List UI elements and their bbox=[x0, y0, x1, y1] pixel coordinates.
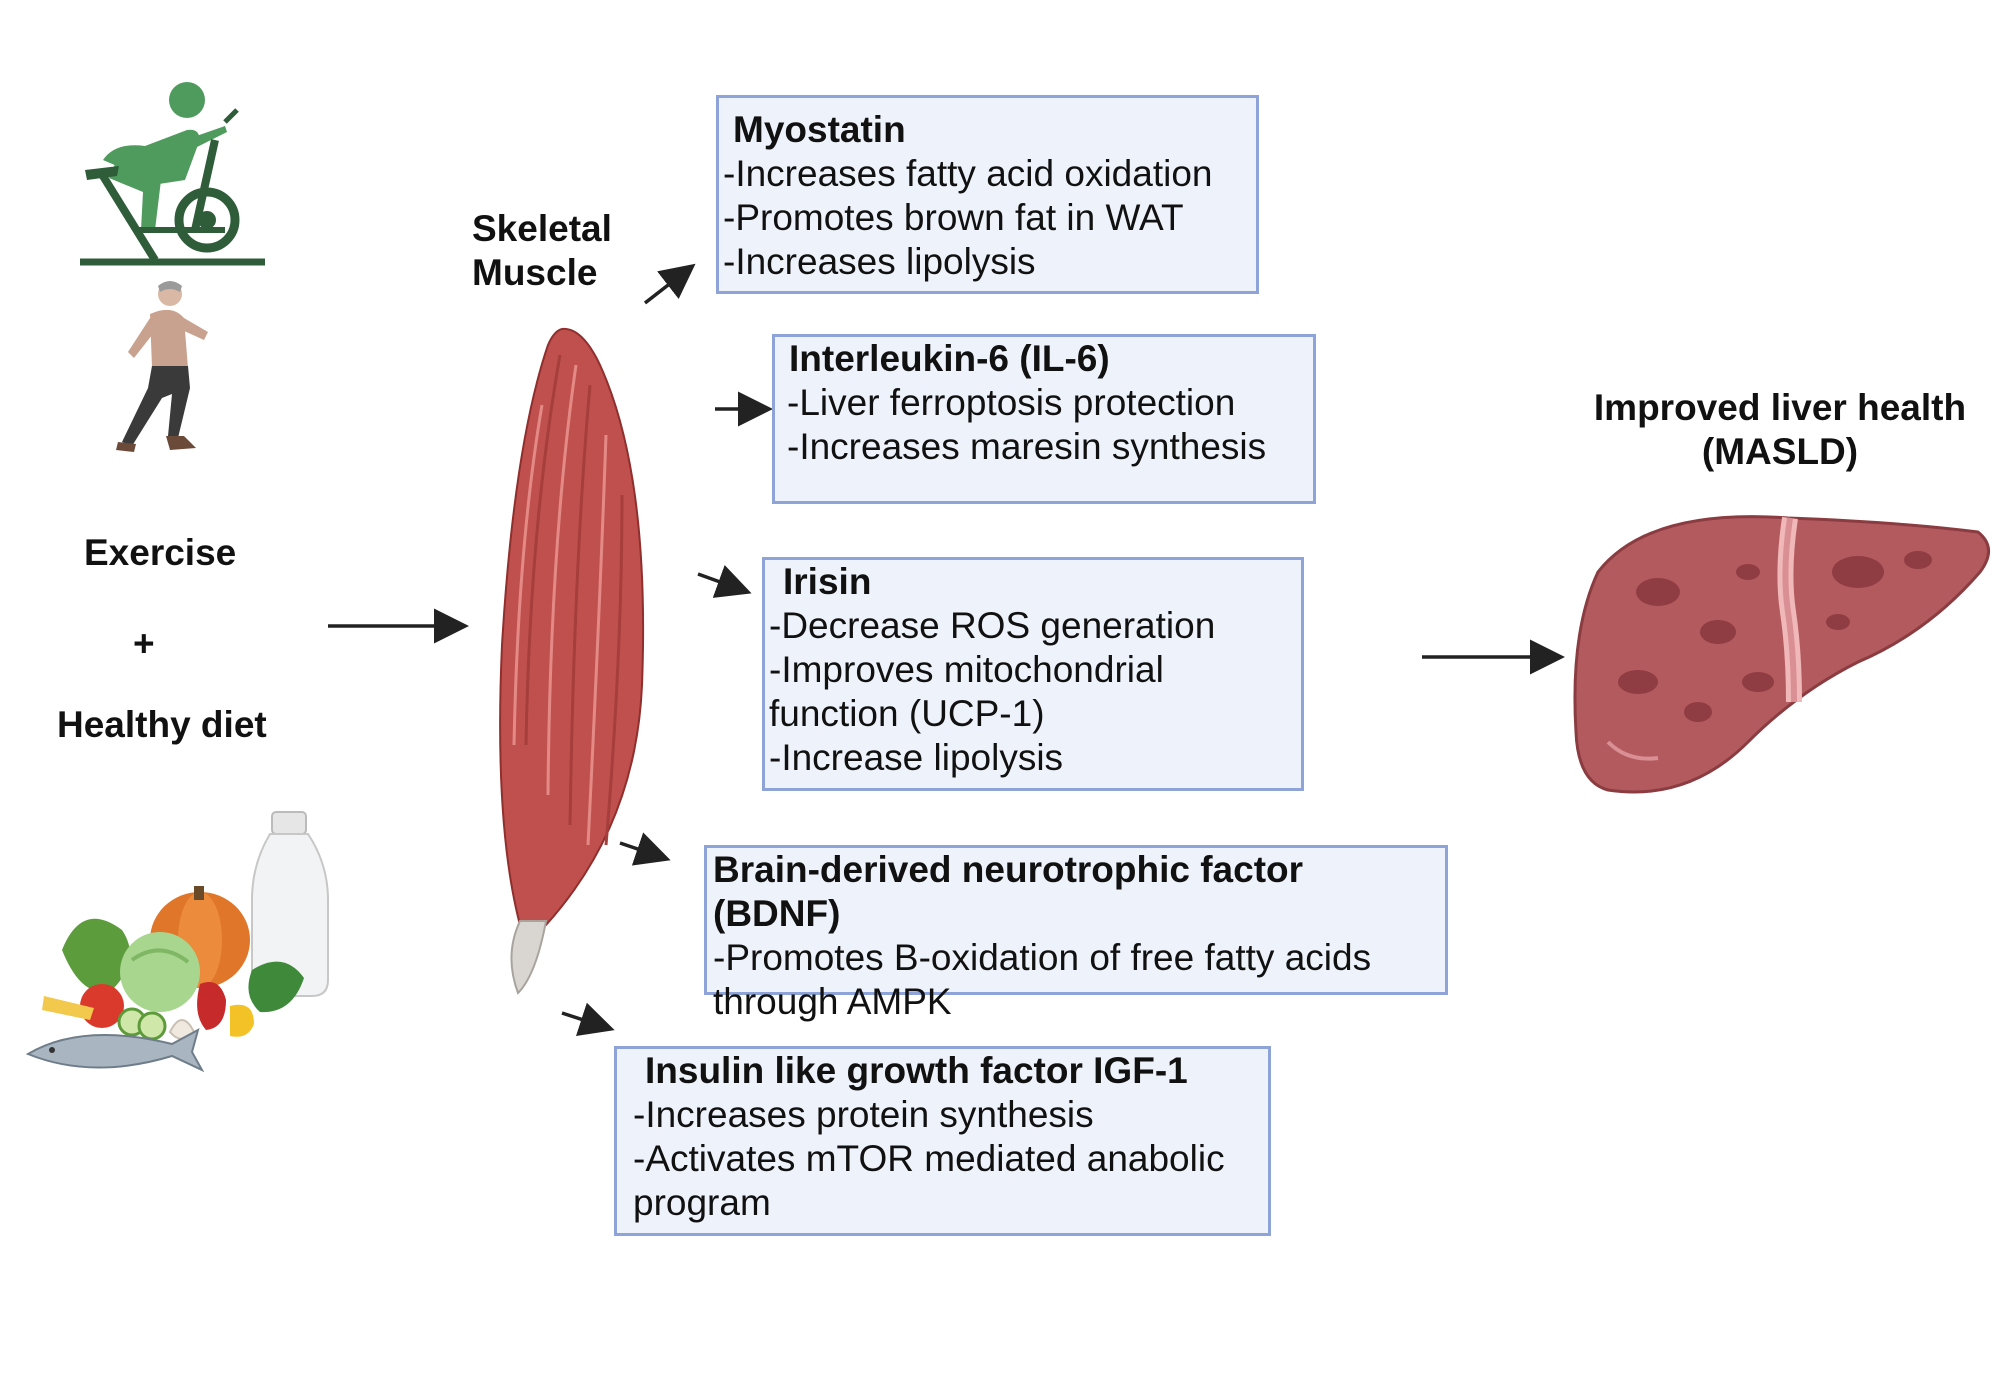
myostatin-box: Myostatin -Increases fatty acid oxidatio… bbox=[716, 95, 1259, 294]
arrow-to-irisin bbox=[697, 565, 752, 598]
outcome-line1: Improved liver health bbox=[1593, 387, 1967, 428]
healthy-food-icon bbox=[25, 811, 329, 1073]
bdnf-line-1: (BDNF) bbox=[713, 893, 841, 934]
arrow-to-igf1 bbox=[561, 1002, 615, 1036]
irisin-line-3: function (UCP-1) bbox=[769, 693, 1045, 734]
bdnf-box: Brain-derived neurotrophic factor (BDNF)… bbox=[704, 845, 1448, 1022]
muscle-label-line2: Muscle bbox=[472, 252, 598, 293]
igf1-line-1: -Increases protein synthesis bbox=[633, 1094, 1094, 1135]
irisin-line-1: -Decrease ROS generation bbox=[769, 605, 1216, 646]
irisin-line-2: -Improves mitochondrial bbox=[769, 649, 1164, 690]
bdnf-title: Brain-derived neurotrophic factor bbox=[713, 849, 1304, 890]
irisin-title: Irisin bbox=[783, 561, 872, 602]
irisin-line-4: -Increase lipolysis bbox=[769, 737, 1064, 778]
myostatin-line-3: -Increases lipolysis bbox=[723, 241, 1036, 282]
healthy-diet-label: Healthy diet bbox=[57, 704, 267, 745]
skeletal-muscle-label: Skeletal Muscle bbox=[472, 207, 612, 295]
il6-title: Interleukin-6 (IL-6) bbox=[789, 338, 1110, 379]
exercise-label: Exercise bbox=[84, 532, 237, 573]
il6-box: Interleukin-6 (IL-6) -Liver ferroptosis … bbox=[772, 334, 1316, 504]
il6-line-1: -Liver ferroptosis protection bbox=[787, 382, 1236, 423]
myostatin-line-1: -Increases fatty acid oxidation bbox=[723, 153, 1213, 194]
igf1-line-2: -Activates mTOR mediated anabolic bbox=[633, 1138, 1225, 1179]
igf1-line-3: program bbox=[633, 1182, 771, 1223]
skeletal-muscle-icon bbox=[499, 327, 645, 995]
igf1-title: Insulin like growth factor IGF-1 bbox=[645, 1050, 1188, 1091]
igf1-box: Insulin like growth factor IGF-1 -Increa… bbox=[614, 1046, 1271, 1236]
muscle-label-line1: Skeletal bbox=[472, 208, 612, 249]
plus-label: + bbox=[133, 623, 155, 664]
arrow-to-bdnf bbox=[619, 832, 671, 866]
cyclist-icon bbox=[80, 82, 265, 266]
irisin-box: Irisin -Decrease ROS generation -Improve… bbox=[762, 557, 1304, 791]
arrow-to-myostatin bbox=[643, 263, 696, 305]
walking-woman-icon bbox=[116, 281, 208, 452]
outcome-label: Improved liver health (MASLD) bbox=[1580, 386, 1980, 474]
liver-icon bbox=[1573, 515, 1990, 794]
bdnf-line-3: through AMPK bbox=[713, 981, 952, 1022]
myostatin-title: Myostatin bbox=[733, 109, 906, 150]
outcome-line2: (MASLD) bbox=[1701, 431, 1859, 472]
il6-line-2: -Increases maresin synthesis bbox=[787, 426, 1267, 467]
myostatin-line-2: -Promotes brown fat in WAT bbox=[723, 197, 1184, 238]
bdnf-line-2: -Promotes B-oxidation of free fatty acid… bbox=[713, 937, 1372, 978]
